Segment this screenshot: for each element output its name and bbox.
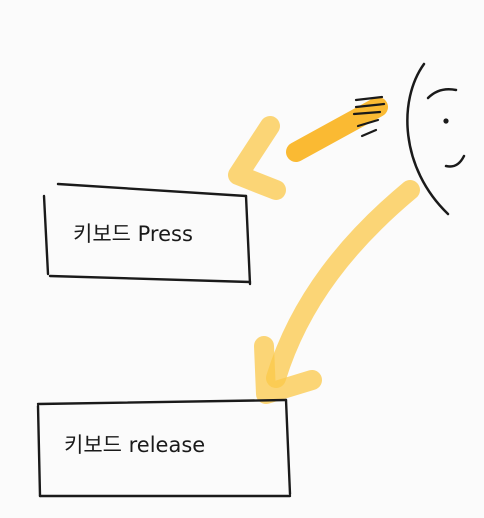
face-eye: [443, 118, 449, 124]
face-mouth: [444, 154, 466, 168]
release-box: [36, 398, 292, 498]
face-icon: [406, 62, 466, 216]
press-box-label: 키보드 Press: [73, 222, 193, 246]
arrow-to-release: [254, 180, 420, 404]
release-box-label: 키보드 release: [64, 433, 205, 457]
arrow-to-press-shaft: [286, 97, 388, 162]
arrow-to-release-shaft: [266, 180, 420, 388]
arrow-to-press: [228, 97, 388, 200]
arrow-to-press-head: [228, 116, 286, 200]
face-eyebrow: [426, 88, 458, 100]
press-box: [42, 182, 252, 286]
motion-lines-icon: [352, 95, 386, 138]
face-outline: [406, 62, 450, 216]
arrow-to-release-head: [254, 336, 322, 404]
